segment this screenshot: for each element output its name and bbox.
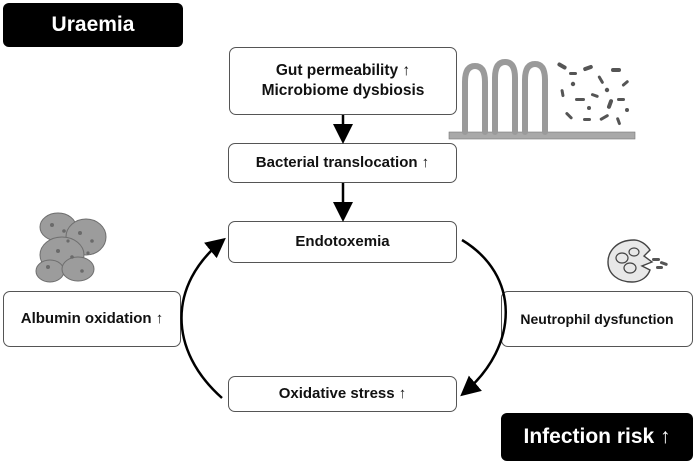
albumin-blob bbox=[35, 212, 107, 283]
microbiome-dysbiosis-text: Microbiome dysbiosis bbox=[261, 82, 425, 99]
gut-permeability-text: Gut permeability ↑ bbox=[275, 61, 411, 79]
neutrophil-membrane bbox=[607, 239, 654, 283]
villi bbox=[462, 58, 548, 135]
engulfed-bacteria bbox=[652, 258, 668, 269]
albumin-protein-illustration bbox=[35, 212, 107, 283]
bacteria-cluster bbox=[557, 62, 629, 126]
neutrophil-dysfunction-box: Neutrophil dysfunction bbox=[501, 291, 693, 347]
gut-basement-membrane bbox=[448, 131, 636, 140]
arrow-oxidative-to-endotoxemia bbox=[180, 237, 226, 399]
albumin-texture bbox=[46, 223, 94, 273]
neutrophil-nucleus bbox=[615, 247, 640, 274]
infection-risk-label: Infection risk ↑ bbox=[501, 413, 693, 461]
gut-permeability-box: Gut permeability ↑ Microbiome dysbiosis bbox=[229, 47, 457, 115]
uraemia-label: Uraemia bbox=[3, 3, 183, 47]
oxidative-stress-box: Oxidative stress ↑ bbox=[228, 376, 457, 412]
arrow-endotoxemia-to-oxidative bbox=[460, 238, 507, 397]
albumin-oxidation-box: Albumin oxidation ↑ bbox=[3, 291, 181, 347]
gut-epithelium-bacteria-illustration bbox=[448, 58, 636, 140]
neutrophil-cell-illustration bbox=[607, 239, 668, 283]
